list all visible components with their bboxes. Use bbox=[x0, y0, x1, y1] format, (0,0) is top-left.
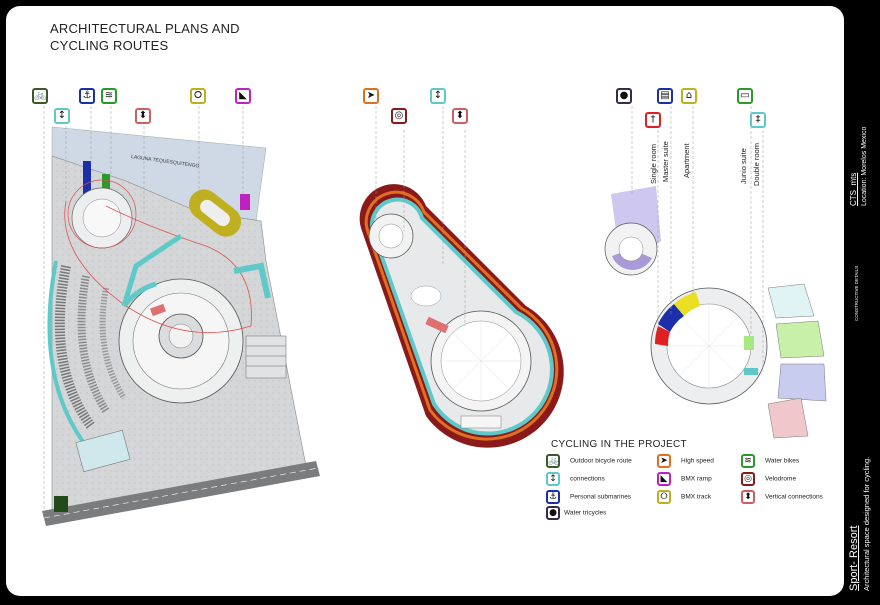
sheet-title-line-1: ARCHITECTURAL PLANS AND bbox=[50, 21, 240, 36]
project-name: Sport- Resort bbox=[848, 525, 860, 591]
legend-water-tricycle-icon: ● bbox=[546, 506, 560, 520]
legend-connections-icon: ↕ bbox=[546, 472, 560, 486]
hotel-plans bbox=[604, 106, 827, 439]
label-junio-suite: Junio suite bbox=[739, 148, 748, 184]
road bbox=[42, 461, 320, 526]
legend-outdoor-icon: 🚲 bbox=[546, 454, 560, 468]
label-double-room: Double room bbox=[752, 143, 761, 186]
section-label: CONSTRUCTIVE DETAILS bbox=[854, 265, 859, 321]
pool bbox=[75, 429, 131, 473]
legend-item: ◎Velodrome bbox=[741, 472, 796, 486]
velodrome-plan bbox=[359, 106, 564, 448]
drawing-sheet: ARCHITECTURAL PLANS AND CYCLING ROUTES bbox=[6, 6, 844, 596]
plans-drawing: LAGUNA TEQUESQUITENGO bbox=[42, 106, 827, 526]
label-apartment: Apartment bbox=[682, 143, 691, 178]
legend-item: ↕connections bbox=[546, 472, 605, 486]
legend-high-speed-icon: ➤ bbox=[657, 454, 671, 468]
site-plan: LAGUNA TEQUESQUITENGO bbox=[42, 106, 320, 526]
title-block: CTS_mts Location: Morelos Mexico CONSTRU… bbox=[846, 6, 876, 596]
sheet-title: ARCHITECTURAL PLANS AND CYCLING ROUTES bbox=[50, 20, 240, 54]
label-master-suite: Master suite bbox=[661, 141, 670, 182]
vertical-connection-icon: ⬍ bbox=[135, 108, 151, 124]
legend-item: ➤High speed bbox=[657, 454, 714, 468]
double-room-icon: ‡ bbox=[750, 112, 766, 128]
water-tricycle-icon: ● bbox=[616, 88, 632, 104]
bmx-ramp-icon: ◣ bbox=[235, 88, 251, 104]
water-bike-icon: ≋ bbox=[101, 88, 117, 104]
bmx-ramp bbox=[240, 194, 250, 210]
brand-name: CTS_mts bbox=[849, 172, 858, 206]
legend-title: CYCLING IN THE PROJECT bbox=[551, 439, 687, 450]
velodrome-icon: ◎ bbox=[391, 108, 407, 124]
connections-icon-2: ↕ bbox=[430, 88, 446, 104]
apartment-icon: ⌂ bbox=[681, 88, 697, 104]
outdoor-route bbox=[64, 200, 252, 334]
legend-item: ⭘BMX track bbox=[657, 490, 711, 504]
legend-bmx-track-icon: ⭘ bbox=[657, 490, 671, 504]
legend-item: 🚲Outdoor bicycle route bbox=[546, 454, 632, 468]
legend-bmx-ramp-icon: ◣ bbox=[657, 472, 671, 486]
label-single-room: Single room bbox=[649, 143, 658, 184]
vertical-connection-icon-2: ⬍ bbox=[452, 108, 468, 124]
submarine-icon: ⚓ bbox=[79, 88, 95, 104]
connections-icon: ↕ bbox=[54, 108, 70, 124]
junior-suite-icon: ▭ bbox=[737, 88, 753, 104]
legend-water-bike-icon: ≋ bbox=[741, 454, 755, 468]
legend-item: ●Water tricycles bbox=[546, 506, 606, 520]
double-bed-icon: † bbox=[645, 112, 661, 128]
high-speed-icon: ➤ bbox=[363, 88, 379, 104]
bmx-track-icon: ⭘ bbox=[190, 88, 206, 104]
single-room-icon: ▤ bbox=[657, 88, 673, 104]
legend-item: ◣BMX ramp bbox=[657, 472, 712, 486]
project-tagline: Architectural space designed for cycling… bbox=[862, 456, 871, 591]
legend-item: ⬍Vertical connections bbox=[741, 490, 823, 504]
outdoor-route-icon: 🚲 bbox=[32, 88, 48, 104]
sheet-title-line-2: CYCLING ROUTES bbox=[50, 38, 169, 53]
legend-velodrome-icon: ◎ bbox=[741, 472, 755, 486]
legend-item: ⚓Personal submarines bbox=[546, 490, 631, 504]
legend-vertical-icon: ⬍ bbox=[741, 490, 755, 504]
location: Location: Morelos Mexico bbox=[861, 126, 868, 206]
legend-submarine-icon: ⚓ bbox=[546, 490, 560, 504]
legend-item: ≋Water bikes bbox=[741, 454, 799, 468]
